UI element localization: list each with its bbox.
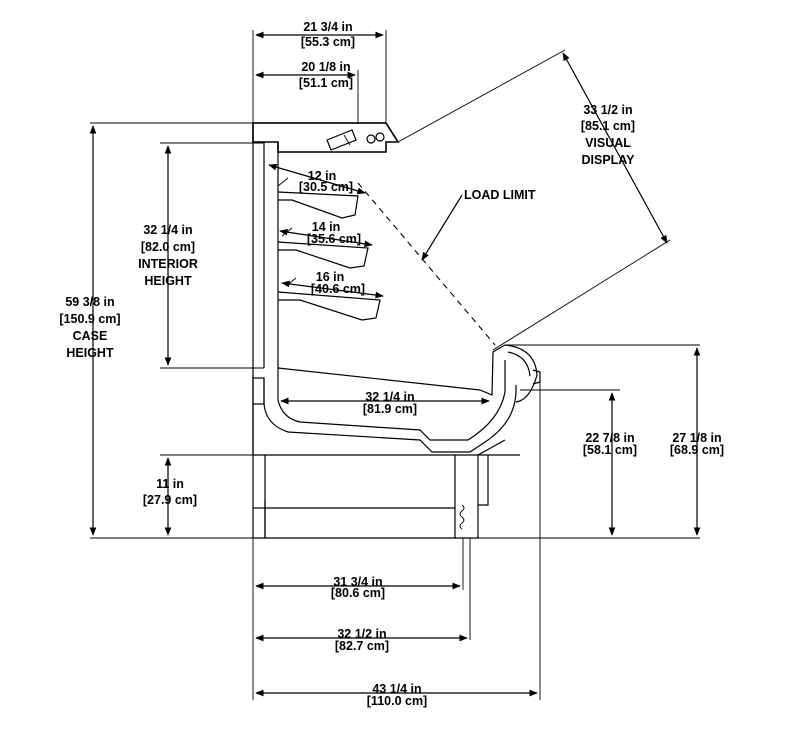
dim-shelf-1-imperial: 12 in bbox=[308, 169, 337, 183]
dim-overall-depth-imperial: 43 1/4 in bbox=[372, 682, 421, 696]
dim-top-overall-metric: [55.3 cm] bbox=[301, 35, 355, 49]
dim-top-canopy-imperial: 20 1/8 in bbox=[301, 60, 350, 74]
dimension-lines bbox=[89, 31, 701, 697]
dim-case-height-label-1: CASE bbox=[73, 329, 108, 343]
dim-base-depth-2-imperial: 32 1/2 in bbox=[337, 627, 386, 641]
dim-overall-depth-metric: [110.0 cm] bbox=[367, 694, 427, 708]
dim-interior-height-label-1: INTERIOR bbox=[138, 257, 198, 271]
dim-visual-display-metric: [85.1 cm] bbox=[581, 119, 635, 133]
dim-interior-height-imperial: 32 1/4 in bbox=[143, 223, 192, 237]
load-limit-leader bbox=[421, 194, 463, 261]
dim-visual-display-label-2: DISPLAY bbox=[581, 153, 635, 167]
dim-deck-depth-metric: [81.9 cm] bbox=[363, 402, 417, 416]
dim-front-height-1-metric: [58.1 cm] bbox=[583, 443, 637, 457]
dim-deck-depth-imperial: 32 1/4 in bbox=[365, 390, 414, 404]
dim-visual-display-imperial: 33 1/2 in bbox=[583, 103, 632, 117]
dim-base-height-metric: [27.9 cm] bbox=[143, 493, 197, 507]
dim-shelf-1-metric: [30.5 cm] bbox=[299, 180, 353, 194]
dim-case-height-metric: [150.9 cm] bbox=[59, 312, 120, 326]
dim-shelf-2-metric: [35.6 cm] bbox=[307, 232, 361, 246]
dim-front-height-2-metric: [68.9 cm] bbox=[670, 443, 724, 457]
dim-front-height-2-imperial: 27 1/8 in bbox=[672, 431, 721, 445]
dim-base-depth-1-metric: [80.6 cm] bbox=[331, 586, 385, 600]
dimension-labels: 21 3/4 in [55.3 cm] 20 1/8 in [51.1 cm] … bbox=[59, 20, 724, 708]
dim-base-depth-1-imperial: 31 3/4 in bbox=[333, 575, 382, 589]
dim-shelf-2-imperial: 14 in bbox=[312, 220, 341, 234]
dim-base-depth-2-metric: [82.7 cm] bbox=[335, 639, 389, 653]
dim-case-height-label-2: HEIGHT bbox=[66, 346, 114, 360]
dim-top-overall-imperial: 21 3/4 in bbox=[303, 20, 352, 34]
load-limit-line bbox=[357, 182, 496, 346]
dim-visual-display-label-1: VISUAL bbox=[585, 136, 631, 150]
dim-interior-height-label-2: HEIGHT bbox=[144, 274, 192, 288]
dim-top-canopy-metric: [51.1 cm] bbox=[299, 76, 353, 90]
dim-interior-height-metric: [82.0 cm] bbox=[141, 240, 195, 254]
extension-lines bbox=[90, 30, 700, 700]
dim-front-height-1-imperial: 22 7/8 in bbox=[585, 431, 634, 445]
dim-shelf-3-metric: [40.6 cm] bbox=[311, 282, 365, 296]
load-limit-label: LOAD LIMIT bbox=[464, 188, 536, 202]
dim-case-height-imperial: 59 3/8 in bbox=[65, 295, 114, 309]
case-outline bbox=[252, 122, 541, 539]
dim-shelf-3-imperial: 16 in bbox=[316, 270, 345, 284]
dim-base-height-imperial: 11 in bbox=[156, 477, 184, 491]
